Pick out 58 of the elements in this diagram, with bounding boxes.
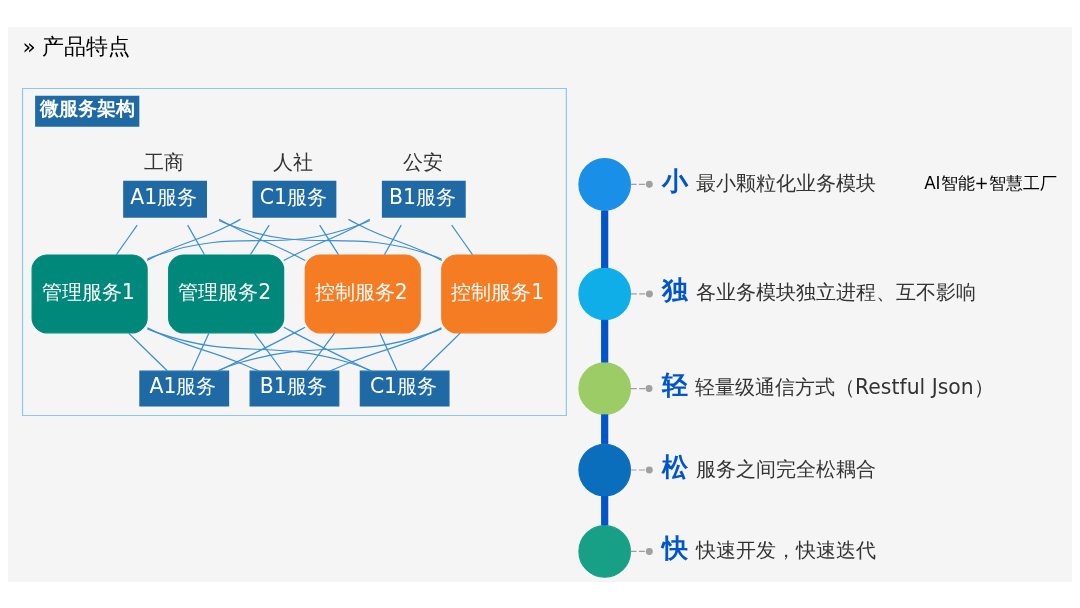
node-box: B1服务 xyxy=(381,180,466,218)
diagram-title: » 产品特点 xyxy=(22,33,131,59)
connector xyxy=(146,218,242,261)
connector xyxy=(601,209,609,268)
node-circle xyxy=(578,157,632,211)
connector xyxy=(283,326,372,372)
node-circle xyxy=(578,443,632,496)
connector xyxy=(601,495,609,525)
connector xyxy=(451,224,474,255)
node-text: 快 快速开发，快速迭代 xyxy=(662,532,876,563)
connector xyxy=(146,327,373,372)
connector xyxy=(115,224,138,255)
connector xyxy=(629,180,653,188)
node-text: 轻 轻量级通信方式（Restful Json） xyxy=(661,369,994,400)
connector xyxy=(629,547,653,555)
node-box: 管理服务1 xyxy=(31,253,148,333)
connector xyxy=(249,224,270,255)
connector xyxy=(630,384,653,392)
node-box: A1服务 xyxy=(139,370,230,407)
node-box: 控制服务2 xyxy=(304,253,421,333)
connector xyxy=(601,319,609,363)
node-box: C1服务 xyxy=(252,180,337,218)
connector xyxy=(630,289,653,297)
connector xyxy=(283,218,371,261)
connector xyxy=(128,332,168,371)
connector xyxy=(191,332,210,371)
node-circle xyxy=(578,361,632,415)
node-circle xyxy=(578,524,632,578)
connector xyxy=(216,327,443,372)
node-text: 小 最小颗粒化业务模块 xyxy=(662,165,876,196)
node-box: 管理服务2 xyxy=(168,253,285,333)
connector xyxy=(379,332,398,371)
connector xyxy=(306,332,336,371)
node-box: A1服务 xyxy=(123,180,207,218)
connector xyxy=(218,218,306,261)
connector xyxy=(319,224,340,255)
node-label: 人社 xyxy=(273,149,314,174)
connector xyxy=(218,219,443,260)
label: AI智能+智慧工厂 xyxy=(924,172,1057,193)
connector xyxy=(217,326,306,372)
node-box: C1服务 xyxy=(359,370,450,407)
connector xyxy=(187,224,206,255)
connector xyxy=(421,332,461,371)
connector xyxy=(146,219,371,260)
connector xyxy=(347,218,443,261)
node-circle xyxy=(578,267,632,320)
connector xyxy=(253,332,283,371)
node-box: B1服务 xyxy=(249,370,340,407)
node-text: 独 各业务模块独立进程、互不影响 xyxy=(662,274,976,305)
connector xyxy=(146,326,260,372)
connector xyxy=(629,466,653,473)
node-box: 控制服务1 xyxy=(441,253,558,333)
node-text: 松 服务之间完全松耦合 xyxy=(662,451,876,482)
connector xyxy=(329,326,443,372)
connector xyxy=(383,224,402,255)
connector xyxy=(601,413,609,444)
node-label: 公安 xyxy=(402,149,443,174)
node-label: 工商 xyxy=(144,149,185,174)
